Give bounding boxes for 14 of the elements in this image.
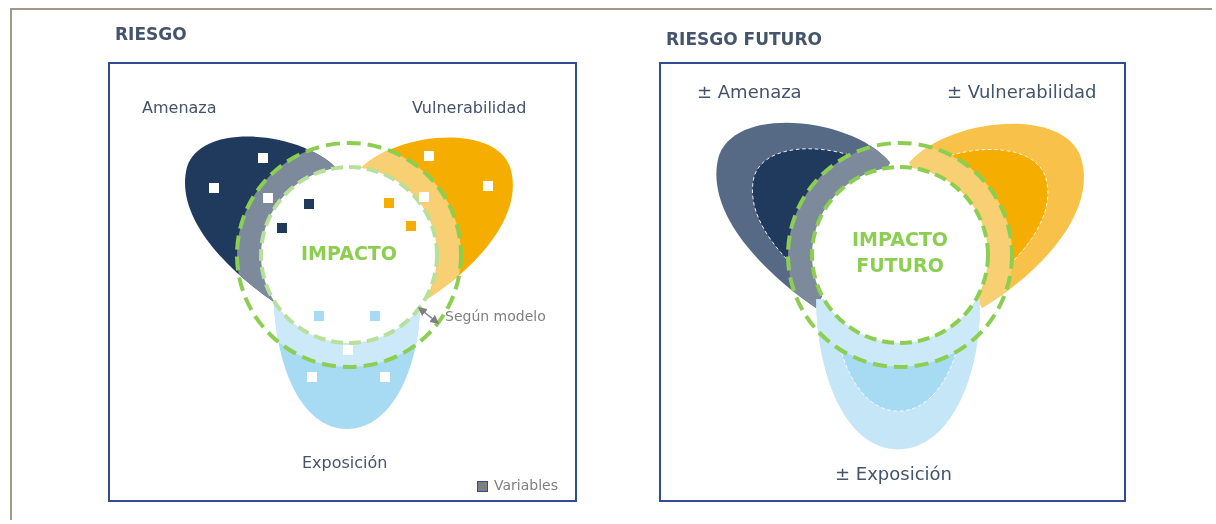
circle-label: ± Vulnerabilidad — [947, 81, 1097, 102]
circle-label: ± Amenaza — [697, 81, 802, 102]
panel-frame — [108, 62, 577, 502]
panel-frame — [659, 62, 1126, 502]
panel-heading: RIESGO — [115, 24, 187, 44]
impact-text: IMPACTO FUTURO — [851, 227, 949, 278]
circle-label: Vulnerabilidad — [412, 98, 527, 117]
circle-label: Amenaza — [142, 98, 217, 117]
circle-label: Exposición — [302, 453, 388, 472]
impact-text: IMPACTO — [300, 241, 398, 266]
legend-text: Variables — [494, 477, 558, 493]
circle-label: ± Exposición — [835, 463, 952, 484]
note-text: Según modelo — [445, 308, 546, 324]
panel-heading: RIESGO FUTURO — [666, 29, 822, 49]
